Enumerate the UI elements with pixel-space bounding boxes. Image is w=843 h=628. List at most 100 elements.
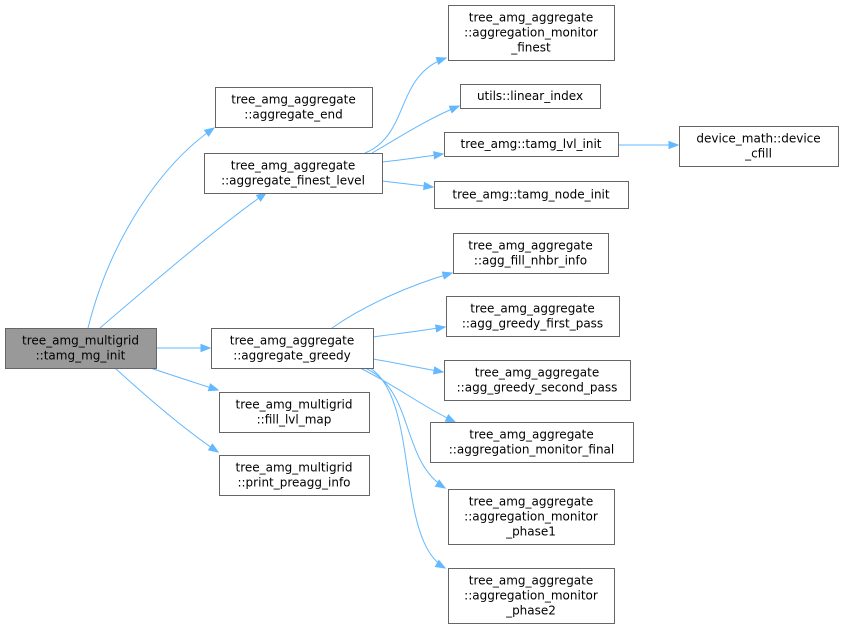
edge-line [372, 326, 446, 338]
node-label-line: ::fill_lvl_map [257, 413, 332, 427]
arrow-head-icon [255, 192, 268, 202]
node-label-line: _cfill [744, 147, 772, 161]
edge-line [371, 105, 460, 154]
node-aggregate-greedy[interactable]: tree_amg_aggregate::aggregate_greedy [211, 328, 374, 369]
edge-aggregate_finest_level-to-tamg_node_init [381, 180, 435, 191]
node-box [453, 233, 609, 274]
node-label-line: ::agg_fill_nhbr_info [474, 254, 587, 268]
node-agg-fill-nhbr-info[interactable]: tree_amg_aggregate::agg_fill_nhbr_info [453, 233, 609, 274]
edge-aggregate_greedy-to-agg_fill_nhbr_info [331, 271, 454, 329]
node-box [5, 328, 157, 369]
node-label-line: tree_amg_aggregate [469, 495, 594, 509]
node-box [444, 132, 619, 157]
node-label-line: ::tamg_mg_init [36, 349, 126, 363]
node-aggregation-monitor-phase2[interactable]: tree_amg_aggregate::aggregation_monitor_… [448, 568, 615, 624]
node-label-line: tree_amg_multigrid [236, 398, 353, 412]
node-box [215, 87, 373, 128]
node-box [679, 126, 839, 167]
node-label-line: tree_amg_aggregate [230, 334, 355, 348]
node-label-line: tree_amg_aggregate [469, 574, 594, 588]
node-aggregate-end[interactable]: tree_amg_aggregate::aggregate_end [215, 87, 373, 128]
node-label-line: tree_amg_aggregate [468, 239, 593, 253]
node-agg-greedy-second-pass[interactable]: tree_amg_aggregate::agg_greedy_second_pa… [444, 360, 631, 401]
edge-line [149, 367, 219, 391]
edge-aggregate_greedy-to-agg_greedy_first_pass [372, 324, 447, 338]
edge-line [87, 127, 215, 329]
edge-aggregate_greedy-to-aggregation_monitor_phase2 [369, 367, 447, 569]
arrow-head-icon [432, 366, 445, 375]
arrow-head-icon [435, 56, 448, 66]
node-label-line: device_math::device [696, 132, 820, 146]
node-label-line: tree_amg_multigrid [236, 461, 353, 475]
edge-tamg_mg_init-to-print_preagg_info [114, 367, 220, 453]
node-print-preagg-info[interactable]: tree_amg_multigrid::print_preagg_info [219, 455, 370, 496]
edge-line [369, 367, 446, 569]
node-aggregation-monitor-final[interactable]: tree_amg_aggregate::aggregation_monitor_… [430, 422, 634, 463]
node-label-line: tree_amg_aggregate [231, 159, 356, 173]
node-label-line: ::agg_greedy_second_pass [457, 381, 618, 395]
nodes-layer: tree_amg_multigrid::tamg_mg_inittree_amg… [5, 5, 839, 624]
node-label-line: _finest [510, 41, 551, 55]
node-label-line: _phase2 [505, 604, 556, 618]
node-label-line: ::aggregation_monitor [464, 589, 598, 603]
node-label-line: _phase1 [505, 525, 556, 539]
node-box [211, 328, 374, 369]
node-tamg-node-init[interactable]: tree_amg::tamg_node_init [434, 181, 629, 209]
arrow-head-icon [207, 383, 220, 392]
node-label-line: ::agg_greedy_first_pass [462, 317, 603, 331]
node-fill-lvl-map[interactable]: tree_amg_multigrid::fill_lvl_map [219, 392, 370, 433]
node-label-line: tree_amg_aggregate [475, 366, 600, 380]
edge-aggregate_greedy-to-aggregation_monitor_final [359, 367, 457, 423]
node-linear-index[interactable]: utils::linear_index [460, 84, 601, 109]
node-device-cfill[interactable]: device_math::device_cfill [679, 126, 839, 167]
node-box [434, 181, 629, 209]
node-box [446, 296, 620, 337]
node-tamg-lvl-init[interactable]: tree_amg::tamg_lvl_init [444, 132, 619, 157]
node-aggregation-monitor-phase1[interactable]: tree_amg_aggregate::aggregation_monitor_… [448, 489, 615, 545]
node-box [219, 455, 370, 496]
node-label-line: tree_amg_aggregate [470, 302, 595, 316]
node-agg-greedy-first-pass[interactable]: tree_amg_aggregate::agg_greedy_first_pas… [446, 296, 620, 337]
edge-aggregate_finest_level-to-linear_index [371, 105, 461, 154]
edge-aggregate_finest_level-to-aggregation_monitor_finest [364, 56, 448, 154]
arrow-head-icon [448, 105, 461, 114]
edges-layer [87, 56, 680, 569]
node-box [460, 84, 601, 109]
node-label-line: ::aggregation_monitor [464, 510, 598, 524]
edge-tamg_mg_init-to-aggregate_end [87, 127, 216, 329]
edge-line [359, 367, 456, 423]
node-box [448, 568, 615, 624]
arrow-head-icon [668, 140, 680, 150]
node-box [430, 422, 634, 463]
edge-line [99, 192, 267, 329]
edge-line [364, 57, 447, 154]
edge-tamg_mg_init-to-aggregate_finest_level [99, 192, 268, 329]
arrow-head-icon [444, 414, 457, 423]
node-tamg-mg-init[interactable]: tree_amg_multigrid::tamg_mg_init [5, 328, 157, 369]
edge-tamg_mg_init-to-aggregate_greedy [156, 343, 212, 353]
node-aggregation-monitor-finest[interactable]: tree_amg_aggregate::aggregation_monitor_… [448, 5, 615, 61]
node-box [448, 489, 615, 545]
node-box [219, 392, 370, 433]
edge-line [114, 367, 219, 453]
node-box [444, 360, 631, 401]
node-label-line: ::aggregate_greedy [233, 349, 351, 363]
arrow-head-icon [434, 559, 447, 569]
node-label-line: ::print_preagg_info [237, 476, 350, 490]
node-box [448, 5, 615, 61]
arrow-head-icon [441, 271, 454, 280]
arrow-head-icon [434, 479, 447, 489]
node-label-line: tree_amg_aggregate [469, 428, 594, 442]
node-label-line: ::aggregation_monitor_final [449, 443, 615, 457]
node-label-line: tree_amg::tamg_node_init [452, 188, 609, 202]
edge-line [331, 272, 453, 329]
arrow-head-icon [203, 127, 216, 137]
edge-tamg_lvl_init-to-device_cfill [618, 140, 680, 150]
node-box [204, 153, 383, 194]
arrow-head-icon [207, 443, 220, 453]
node-label-line: ::aggregation_monitor [464, 26, 598, 40]
node-aggregate-finest-level[interactable]: tree_amg_aggregate::aggregate_finest_lev… [204, 153, 383, 194]
arrow-head-icon [434, 324, 447, 333]
node-label-line: tree_amg_aggregate [469, 11, 594, 25]
